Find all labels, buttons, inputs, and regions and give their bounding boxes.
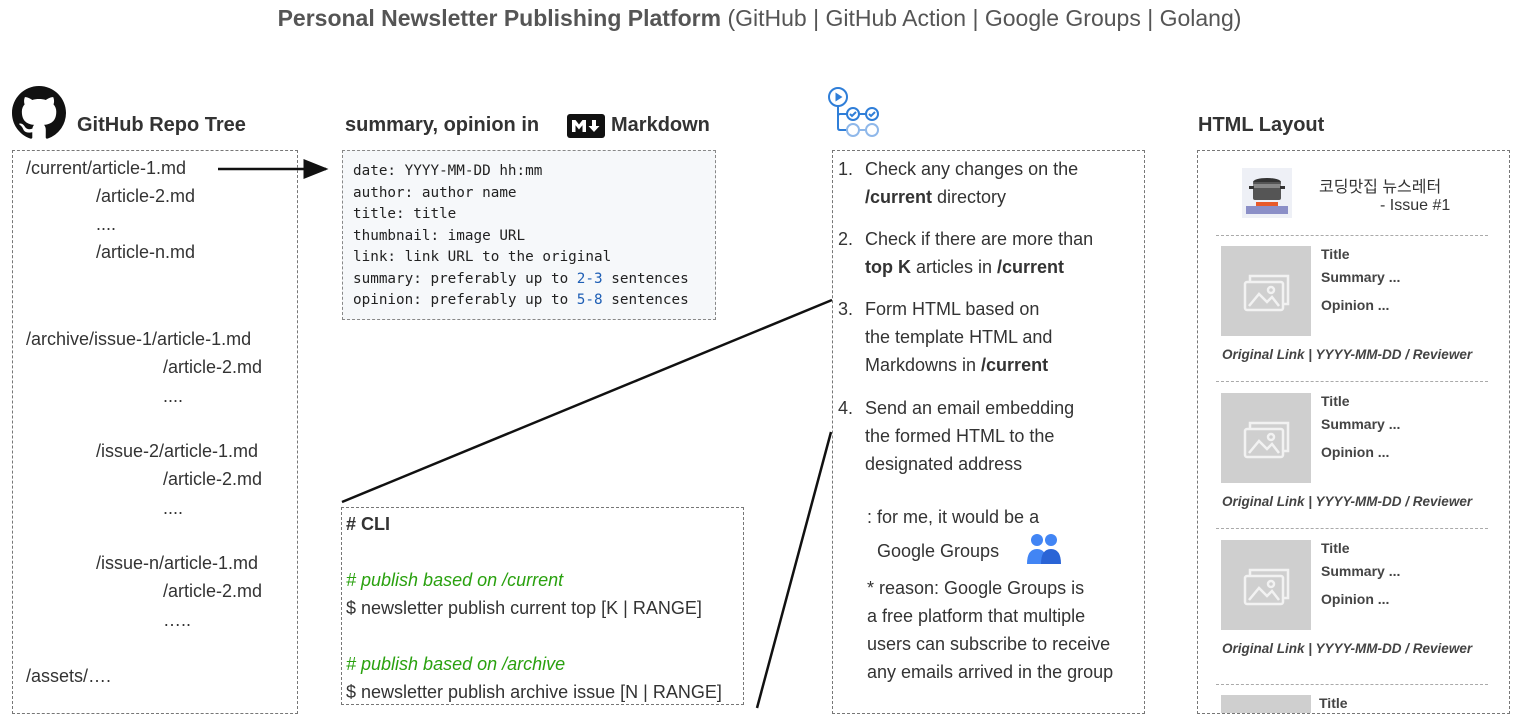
line-step3-to-cli bbox=[341, 298, 833, 504]
step-text: Send an email embedding bbox=[865, 398, 1075, 418]
card-meta: Original Link | YYYY-MM-DD / Reviewer bbox=[1222, 641, 1473, 656]
tree-item: /article-2.md bbox=[163, 469, 263, 489]
github-octocat-icon bbox=[12, 86, 66, 140]
code-line-summary: summary: preferably up to 2-3 sentences bbox=[353, 270, 689, 287]
cli-box: # CLI # publish based on /current $ news… bbox=[341, 507, 744, 705]
card-meta: Original Link | YYYY-MM-DD / Reviewer bbox=[1222, 494, 1473, 509]
card-divider bbox=[1216, 528, 1488, 529]
step-number: 4. bbox=[838, 398, 854, 418]
tree-item: .... bbox=[163, 386, 184, 406]
code-line: thumbnail: image URL bbox=[353, 227, 526, 244]
step-text: Markdowns in /current bbox=[865, 355, 1049, 375]
step-text: /current directory bbox=[865, 187, 1007, 207]
repo-heading: GitHub Repo Tree bbox=[77, 114, 246, 136]
step-number: 1. bbox=[838, 159, 854, 179]
image-placeholder-partial bbox=[1221, 695, 1311, 713]
card-divider bbox=[1216, 684, 1488, 685]
markdown-icon bbox=[567, 114, 605, 138]
card-opinion: Opinion ... bbox=[1321, 297, 1390, 313]
pot-on-stove-logo bbox=[1242, 168, 1292, 218]
card-opinion: Opinion ... bbox=[1321, 444, 1390, 460]
google-groups-icon bbox=[1026, 532, 1062, 566]
image-placeholder-icon bbox=[1221, 393, 1311, 483]
newsletter-name: 코딩맛집 뉴스레터 bbox=[1319, 179, 1442, 196]
step-text: Check any changes on the bbox=[865, 159, 1079, 179]
note-text: : for me, it would be a bbox=[867, 507, 1040, 527]
google-groups-label: Google Groups bbox=[877, 541, 1000, 561]
tree-item: .... bbox=[163, 498, 184, 518]
card-summary: Summary ... bbox=[1321, 563, 1401, 579]
card-meta: Original Link | YYYY-MM-DD / Reviewer bbox=[1222, 347, 1473, 362]
card-divider bbox=[1216, 381, 1488, 382]
html-layout-box bbox=[1197, 150, 1510, 714]
tree-item: /current/article-1.md bbox=[26, 158, 187, 178]
card-title: Title bbox=[1319, 695, 1348, 711]
page-title: Personal Newsletter Publishing Platform … bbox=[277, 5, 1242, 31]
cli-heading: # CLI bbox=[346, 514, 391, 534]
issue-label: - Issue #1 bbox=[1380, 197, 1451, 214]
card-summary: Summary ... bbox=[1321, 269, 1401, 285]
markdown-heading-suffix: Markdown bbox=[611, 114, 710, 136]
card-title: Title bbox=[1321, 246, 1350, 262]
workflow-steps-box bbox=[832, 150, 1145, 714]
step-number: 2. bbox=[838, 229, 854, 249]
markdown-heading-prefix: summary, opinion in bbox=[345, 114, 540, 136]
tree-item: /assets/…. bbox=[26, 666, 112, 686]
code-line-opinion: opinion: preferably up to 5-8 sentences bbox=[353, 292, 689, 308]
cli-comment: # publish based on /archive bbox=[346, 654, 566, 674]
tree-item: /article-2.md bbox=[163, 357, 263, 377]
image-placeholder-icon bbox=[1221, 540, 1311, 630]
cli-command: $ newsletter publish archive issue [N | … bbox=[346, 682, 722, 702]
frontmatter-code-block: date: YYYY-MM-DD hh:mm author: author na… bbox=[342, 150, 716, 320]
card-divider bbox=[1216, 235, 1488, 236]
github-actions-workflow-icon bbox=[826, 86, 882, 138]
step-text: designated address bbox=[865, 454, 1023, 474]
step-number: 3. bbox=[838, 299, 854, 319]
tree-item: ….. bbox=[163, 610, 192, 630]
code-line: author: author name bbox=[353, 184, 517, 201]
tree-item: /article-2.md bbox=[96, 186, 196, 206]
tree-item: .... bbox=[96, 214, 117, 234]
cli-command: $ newsletter publish current top [K | RA… bbox=[346, 598, 702, 618]
cli-comment: # publish based on /current bbox=[346, 570, 564, 590]
step-text: Check if there are more than bbox=[865, 229, 1094, 249]
step-text: the template HTML and bbox=[865, 327, 1053, 347]
code-line: title: title bbox=[353, 206, 457, 222]
layout-heading: HTML Layout bbox=[1198, 114, 1325, 136]
tree-item: /issue-2/article-1.md bbox=[96, 441, 259, 461]
card-title: Title bbox=[1321, 393, 1350, 409]
reason-text: * reason: Google Groups is bbox=[867, 578, 1085, 598]
reason-text: any emails arrived in the group bbox=[867, 662, 1114, 682]
reason-text: a free platform that multiple bbox=[867, 606, 1086, 626]
tree-item: /article-n.md bbox=[96, 242, 196, 262]
step-text: the formed HTML to the bbox=[865, 426, 1055, 446]
code-line: link: link URL to the original bbox=[353, 249, 612, 265]
step-text: top K articles in /current bbox=[865, 257, 1065, 277]
image-placeholder-icon bbox=[1221, 246, 1311, 336]
card-title: Title bbox=[1321, 540, 1350, 556]
reason-text: users can subscribe to receive bbox=[867, 634, 1111, 654]
step-text: Form HTML based on bbox=[865, 299, 1040, 319]
repo-tree-box bbox=[12, 150, 298, 714]
tree-item: /article-2.md bbox=[163, 581, 263, 601]
line-step4-to-cli bbox=[755, 431, 833, 709]
tree-item: /archive/issue-1/article-1.md bbox=[26, 329, 252, 349]
tree-item: /issue-n/article-1.md bbox=[96, 553, 259, 573]
card-summary: Summary ... bbox=[1321, 416, 1401, 432]
code-line: date: YYYY-MM-DD hh:mm bbox=[353, 163, 543, 179]
card-opinion: Opinion ... bbox=[1321, 591, 1390, 607]
